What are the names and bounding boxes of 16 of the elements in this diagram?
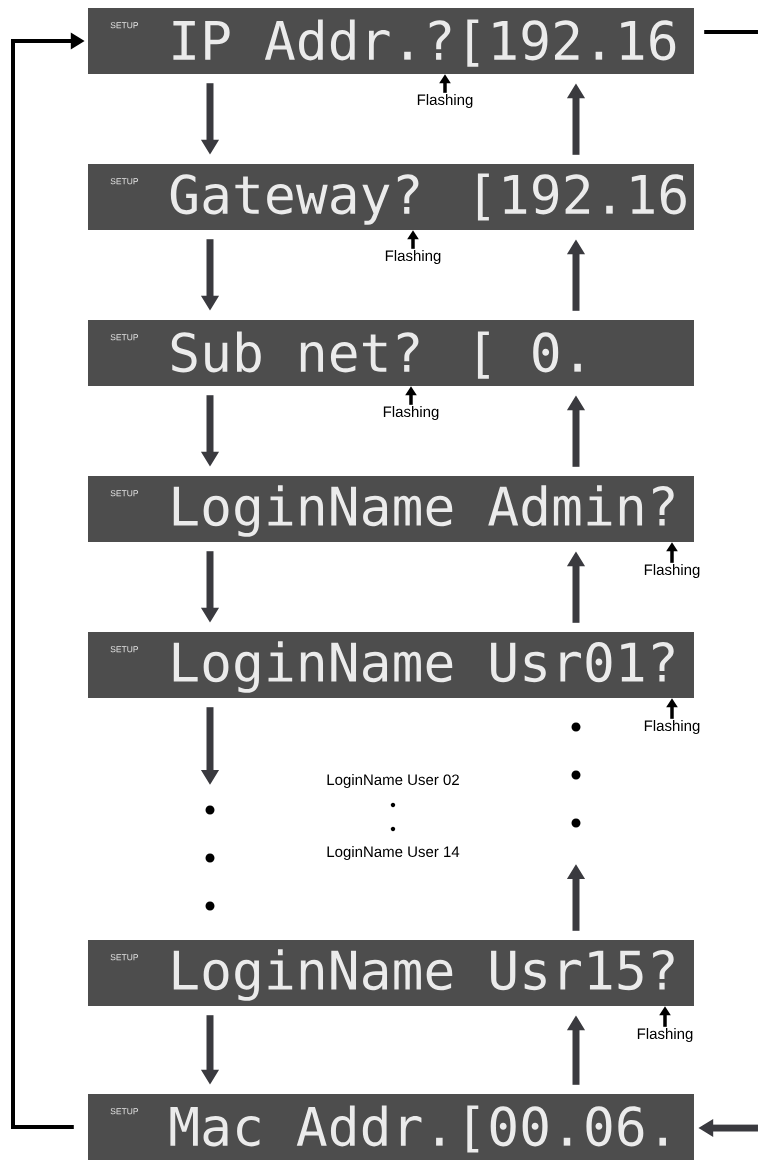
annotation-label: Flashing <box>644 564 700 578</box>
mode-indicator: SETUP <box>110 178 139 185</box>
annotation-label: Flashing <box>385 250 441 264</box>
caption-text: LoginName User 02 <box>327 774 459 788</box>
annotation-label: Flashing <box>383 406 439 420</box>
mode-indicator: SETUP <box>110 22 139 29</box>
annotation-label: Flashing <box>644 720 700 734</box>
mode-indicator: SETUP <box>110 954 139 961</box>
annotation-label: Flashing <box>637 1028 693 1042</box>
caption-text: LoginName User 14 <box>327 846 460 860</box>
mode-indicator: SETUP <box>110 334 139 341</box>
mode-indicator: SETUP <box>110 646 139 653</box>
connector-line <box>704 30 758 34</box>
mode-indicator: SETUP <box>110 1108 139 1115</box>
mode-indicator: SETUP <box>110 490 139 497</box>
annotation-label: Flashing <box>417 94 473 108</box>
